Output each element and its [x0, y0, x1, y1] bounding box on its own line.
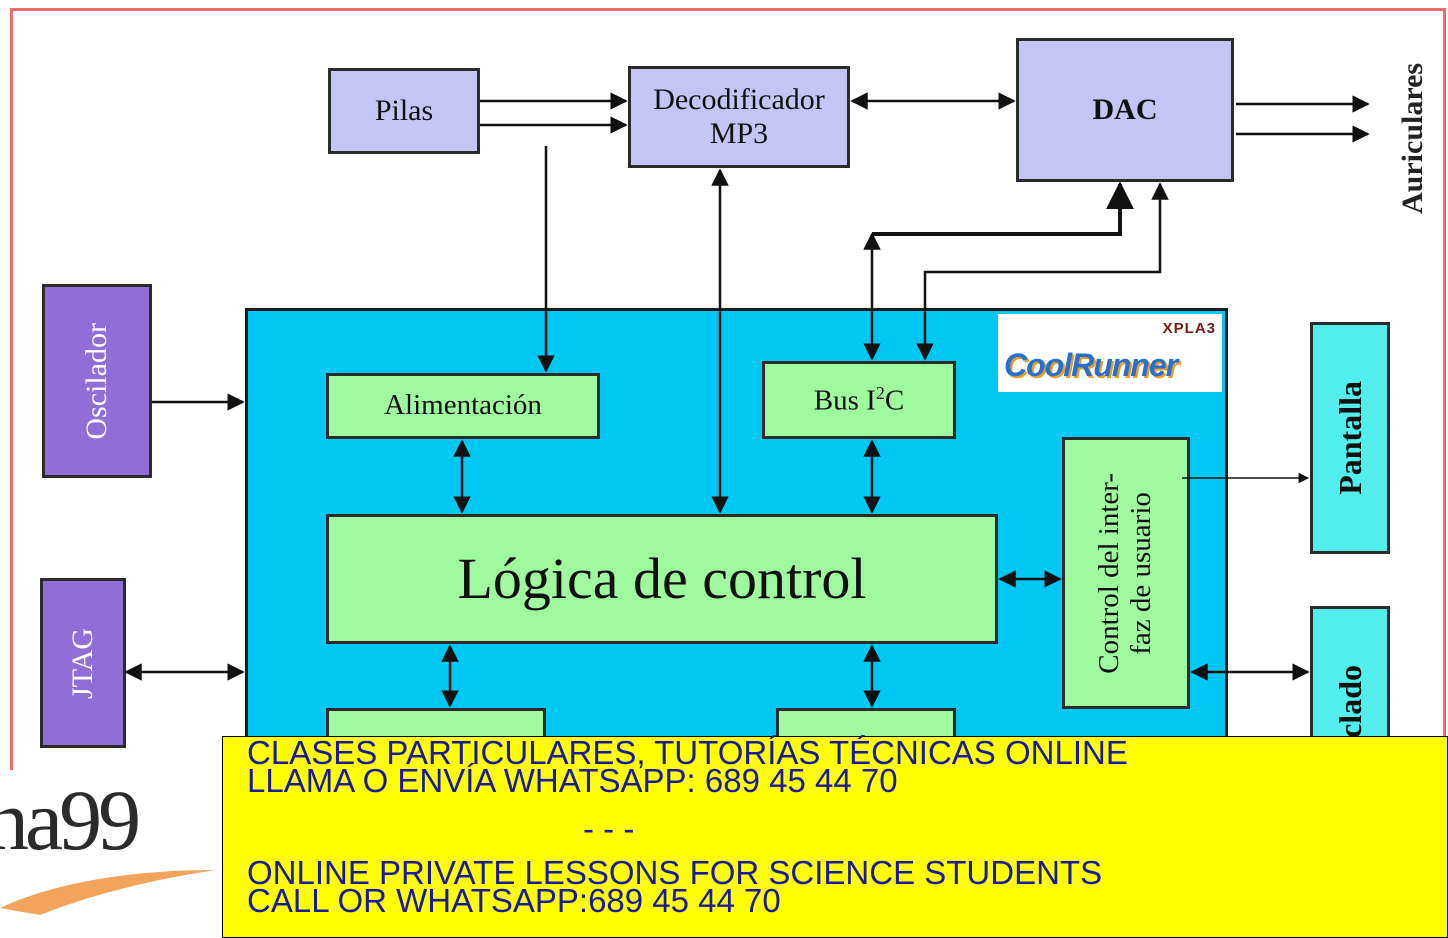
alimentacion-block: Alimentación — [326, 373, 600, 439]
control-interfaz-block: Control del inter-faz de usuario — [1062, 437, 1190, 709]
bus-i2c-block: Bus I2C — [762, 361, 956, 439]
decodificador-label-1: Decodificador — [653, 82, 825, 116]
wire-bus-dac-2 — [916, 182, 1169, 361]
dac-block: DAC — [1016, 38, 1234, 182]
logica-control-label: Lógica de control — [457, 545, 867, 611]
alimentacion-label: Alimentación — [384, 389, 542, 422]
oscilador-block: Oscilador — [42, 284, 152, 478]
watermark-logo: na99 — [0, 770, 220, 938]
bus-i2c-label: Bus I2C — [813, 382, 905, 417]
pilas-block: Pilas — [328, 68, 480, 154]
banner-line-3: - - - — [583, 810, 635, 847]
watermark-swoosh — [0, 870, 215, 915]
decodificador-block: Decodificador MP3 — [628, 66, 850, 168]
decodificador-label-2: MP3 — [709, 117, 769, 150]
banner-line-1: CLASES PARTICULARES, TUTORÍAS TÉCNICAS O… — [247, 734, 1128, 771]
watermark-text: na99 — [0, 772, 141, 868]
jtag-block: JTAG — [40, 578, 126, 748]
diagram-frame — [10, 8, 1446, 938]
banner-line-2: LLAMA O ENVÍA WHATSAPP: 689 45 44 70 — [247, 762, 898, 799]
teclado-block: clado — [1310, 606, 1390, 748]
wire-bus-dac-1 — [872, 181, 1134, 236]
ad-banner[interactable]: CLASES PARTICULARES, TUTORÍAS TÉCNICAS O… — [222, 736, 1448, 938]
xpla3-badge: XPLA3 — [1162, 320, 1216, 337]
pantalla-block: Pantalla — [1310, 322, 1390, 554]
banner-line-5: CALL OR WHATSAPP:689 45 44 70 — [247, 882, 781, 919]
dac-label: DAC — [1092, 92, 1158, 126]
banner-line-4: ONLINE PRIVATE LESSONS FOR SCIENCE STUDE… — [247, 854, 1103, 891]
logica-control-block: Lógica de control — [326, 514, 998, 644]
pilas-label: Pilas — [374, 93, 434, 127]
